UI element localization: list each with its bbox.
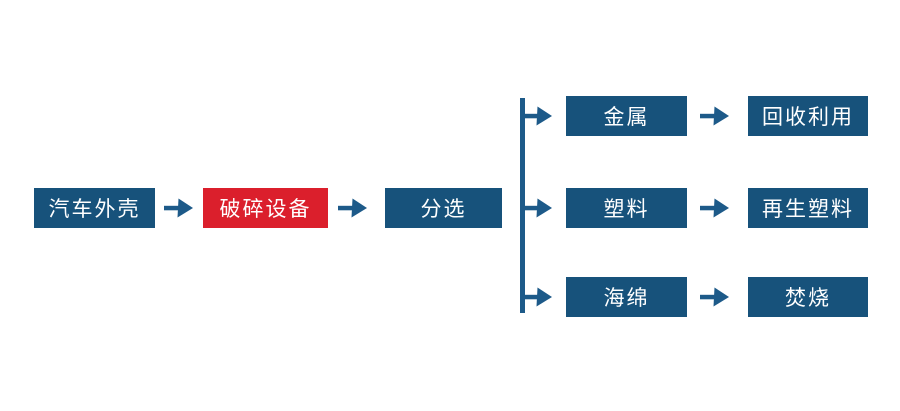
branch-line — [520, 98, 525, 313]
node-incineration: 焚烧 — [748, 277, 868, 317]
node-sponge: 海绵 — [566, 277, 687, 317]
node-car-shell: 汽车外壳 — [34, 188, 155, 228]
node-sorting: 分选 — [385, 188, 502, 228]
node-recycling: 回收利用 — [748, 96, 868, 136]
arrow-right-icon — [700, 287, 729, 307]
node-metal: 金属 — [566, 96, 687, 136]
arrow-right-icon — [523, 287, 552, 307]
arrow-right-icon — [523, 198, 552, 218]
arrow-right-icon — [523, 106, 552, 126]
arrow-right-icon — [338, 198, 367, 218]
arrow-right-icon — [700, 198, 729, 218]
node-plastic: 塑料 — [566, 188, 687, 228]
node-recycled-plastic: 再生塑料 — [748, 188, 868, 228]
arrow-right-icon — [700, 106, 729, 126]
node-crushing-equipment: 破碎设备 — [203, 188, 328, 228]
arrow-right-icon — [164, 198, 193, 218]
